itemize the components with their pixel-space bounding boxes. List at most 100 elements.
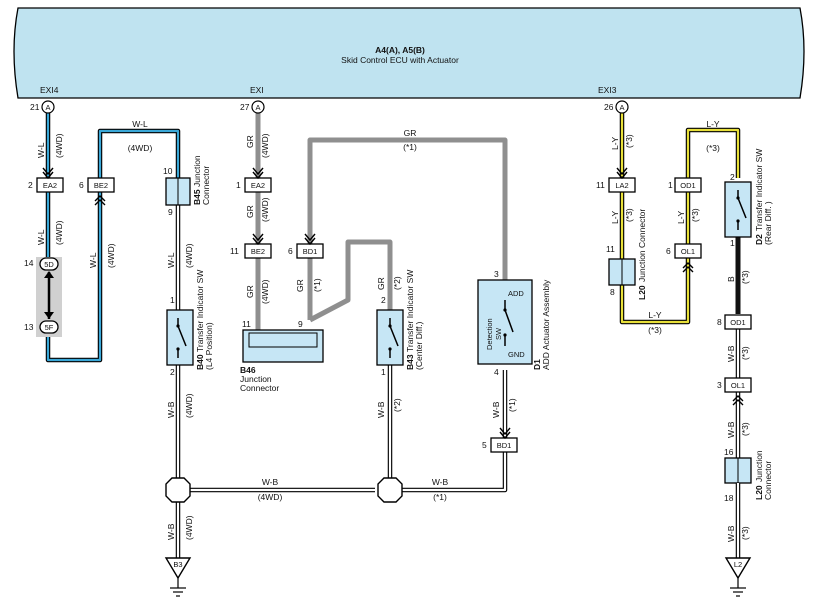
svg-text:Connector: Connector <box>201 166 211 205</box>
svg-text:W-B: W-B <box>726 421 736 438</box>
connector-ol1-bottom: 3 OL1 <box>717 377 752 393</box>
svg-text:3: 3 <box>717 380 722 390</box>
svg-text:Connector: Connector <box>763 461 773 500</box>
ecu-pin-26: 26 A <box>604 100 629 114</box>
svg-text:13: 13 <box>24 322 34 332</box>
ecu-pin-21: 21 A <box>30 100 55 114</box>
svg-text:L-Y: L-Y <box>706 119 720 129</box>
svg-text:GR: GR <box>295 279 305 292</box>
svg-text:EA2: EA2 <box>43 181 57 190</box>
svg-text:B: B <box>726 276 736 282</box>
svg-text:(4WD): (4WD) <box>260 133 270 158</box>
connector-od1-top: 1 OD1 <box>668 177 702 193</box>
component-l20-upper: 11 8 L20 Junction Connector <box>606 209 647 300</box>
svg-text:(4WD): (4WD) <box>184 243 194 268</box>
pin-exi-label: EXI <box>250 85 264 95</box>
svg-text:21: 21 <box>30 102 40 112</box>
svg-text:1: 1 <box>170 295 175 305</box>
svg-text:(4WD): (4WD) <box>258 492 283 502</box>
svg-text:OL1: OL1 <box>681 247 695 256</box>
svg-text:W-L: W-L <box>166 252 176 268</box>
svg-text:(*3): (*3) <box>624 208 634 222</box>
svg-text:(*3): (*3) <box>690 208 700 222</box>
svg-text:W-L: W-L <box>36 229 46 245</box>
svg-text:27: 27 <box>240 102 250 112</box>
svg-text:OD1: OD1 <box>730 318 745 327</box>
svg-text:W-B: W-B <box>432 477 449 487</box>
svg-text:OL1: OL1 <box>731 381 745 390</box>
svg-text:9: 9 <box>298 319 303 329</box>
svg-text:SW: SW <box>494 327 503 340</box>
svg-text:Junction Connector: Junction Connector <box>637 209 647 282</box>
svg-text:GND: GND <box>508 350 525 359</box>
ecu-pin-27: 27 A <box>240 100 265 114</box>
svg-text:B40: B40 <box>195 354 205 370</box>
svg-text:(*1): (*1) <box>433 492 447 502</box>
ground-l2-icon: L2 <box>724 557 752 597</box>
svg-text:(*1): (*1) <box>312 278 322 292</box>
svg-text:14: 14 <box>24 258 34 268</box>
svg-text:D2: D2 <box>754 234 764 245</box>
wire-labels-vertical: W-L (4WD) W-L (4WD) W-L (4WD) W-L (4WD) … <box>36 133 750 542</box>
svg-text:26: 26 <box>604 102 614 112</box>
svg-text:6: 6 <box>666 246 671 256</box>
connector-ol1-top: 6 OL1 <box>666 243 702 259</box>
svg-text:EA2: EA2 <box>251 181 265 190</box>
connector-bd1-bottom: 5 BD1 <box>482 437 518 453</box>
svg-text:(*3): (*3) <box>648 325 662 335</box>
wires <box>45 113 741 558</box>
ground-b3-icon: B3 <box>164 557 192 597</box>
svg-text:GR: GR <box>245 135 255 148</box>
svg-text:(4WD): (4WD) <box>54 220 64 245</box>
svg-text:Detection: Detection <box>485 318 494 350</box>
svg-text:L-Y: L-Y <box>610 136 620 150</box>
svg-text:A: A <box>255 103 260 112</box>
svg-text:6: 6 <box>79 180 84 190</box>
svg-text:(*1): (*1) <box>507 398 517 412</box>
component-d1: 3 ADD GND Detection SW 4 D1 ADD Actuator… <box>477 269 551 377</box>
connector-5d-5f: 14 5D 13 5F <box>24 257 62 337</box>
svg-text:BE2: BE2 <box>94 181 108 190</box>
component-d2: 2 1 D2 Transfer Indicator SW (Rear Diff.… <box>724 149 773 248</box>
svg-text:2: 2 <box>730 172 735 182</box>
svg-text:Transfer Indicator SW: Transfer Indicator SW <box>195 270 205 352</box>
svg-text:(*1): (*1) <box>403 142 417 152</box>
component-b43: 2 1 B43 Transfer Indicator SW (Center Di… <box>376 270 424 377</box>
svg-text:(4WD): (4WD) <box>184 393 194 418</box>
svg-text:9: 9 <box>168 207 173 217</box>
svg-text:W-L: W-L <box>132 119 148 129</box>
svg-text:5D: 5D <box>44 260 54 269</box>
svg-text:L-Y: L-Y <box>648 310 662 320</box>
svg-text:GR: GR <box>404 128 417 138</box>
svg-text:(*3): (*3) <box>740 422 750 436</box>
connector-be2-mid: 11 BE2 <box>230 243 272 259</box>
svg-text:A: A <box>45 103 50 112</box>
svg-text:8: 8 <box>717 317 722 327</box>
svg-text:(*3): (*3) <box>624 134 634 148</box>
svg-text:W-B: W-B <box>491 401 501 418</box>
svg-text:Junction: Junction <box>754 450 764 482</box>
svg-text:ADD: ADD <box>508 289 524 298</box>
ecu-name: Skid Control ECU with Actuator <box>341 55 459 65</box>
svg-text:1: 1 <box>730 238 735 248</box>
svg-text:18: 18 <box>724 493 734 503</box>
svg-text:L-Y: L-Y <box>610 210 620 224</box>
svg-text:(4WD): (4WD) <box>128 143 153 153</box>
connector-ea2-left: 2 EA2 <box>28 177 64 193</box>
svg-text:D1: D1 <box>532 359 542 370</box>
svg-text:A: A <box>619 103 624 112</box>
svg-text:1: 1 <box>381 367 386 377</box>
svg-text:(4WD): (4WD) <box>106 243 116 268</box>
svg-text:16: 16 <box>724 447 734 457</box>
svg-text:(*3): (*3) <box>740 270 750 284</box>
svg-text:5F: 5F <box>45 323 54 332</box>
svg-text:3: 3 <box>494 269 499 279</box>
svg-text:(*2): (*2) <box>392 276 402 290</box>
svg-text:(4WD): (4WD) <box>260 197 270 222</box>
svg-text:(Center Diff.): (Center Diff.) <box>414 321 424 370</box>
pin-exi3-label: EXI3 <box>598 85 617 95</box>
svg-text:11: 11 <box>242 319 251 329</box>
svg-text:W-B: W-B <box>262 477 279 487</box>
component-b45: 10 9 B45 Junction Connector <box>163 155 211 217</box>
